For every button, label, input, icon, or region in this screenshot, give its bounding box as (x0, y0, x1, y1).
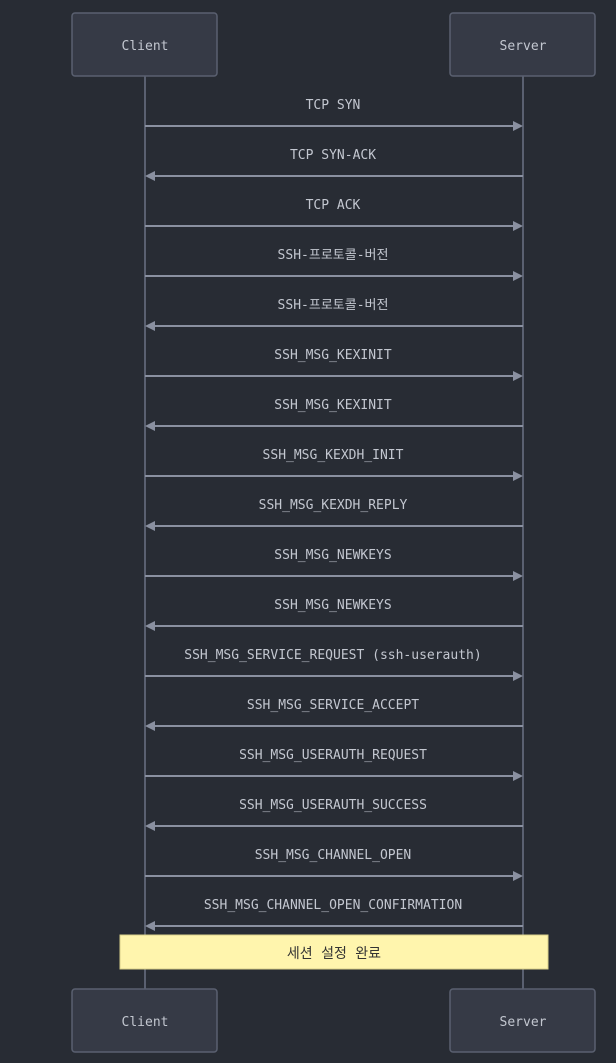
message: SSH_MSG_SERVICE_REQUEST (ssh-userauth) (145, 648, 523, 681)
message-label: SSH_MSG_KEXINIT (274, 398, 392, 413)
arrowhead-icon (513, 221, 523, 231)
message-label: TCP ACK (306, 198, 361, 213)
message: SSH_MSG_SERVICE_ACCEPT (145, 698, 523, 731)
arrowhead-icon (145, 821, 155, 831)
message-label: TCP SYN (306, 98, 361, 113)
arrowhead-icon (145, 521, 155, 531)
message-label: SSH_MSG_NEWKEYS (274, 548, 391, 563)
message-label: SSH-프로토콜-버전 (278, 298, 389, 313)
message: SSH-프로토콜-버전 (145, 248, 523, 281)
message: SSH_MSG_KEXDH_INIT (145, 448, 523, 481)
message-label: SSH_MSG_CHANNEL_OPEN_CONFIRMATION (204, 898, 462, 913)
message-label: SSH_MSG_KEXDH_INIT (263, 448, 404, 463)
arrowhead-icon (145, 621, 155, 631)
message-label: SSH-프로토콜-버전 (278, 248, 389, 263)
message: SSH_MSG_CHANNEL_OPEN_CONFIRMATION (145, 898, 523, 931)
message-label: SSH_MSG_CHANNEL_OPEN (255, 848, 412, 863)
arrowhead-icon (513, 871, 523, 881)
message-label: SSH_MSG_KEXDH_REPLY (259, 498, 408, 513)
participant-label: Server (500, 39, 547, 54)
participant-label: Client (122, 39, 169, 54)
message: SSH_MSG_KEXDH_REPLY (145, 498, 523, 531)
arrowhead-icon (145, 721, 155, 731)
note: 세션 설정 완료 (119, 934, 549, 970)
message-label: SSH_MSG_SERVICE_REQUEST (ssh-userauth) (184, 648, 481, 663)
arrowhead-icon (145, 321, 155, 331)
message-label: SSH_MSG_KEXINIT (274, 348, 392, 363)
message: SSH_MSG_CHANNEL_OPEN (145, 848, 523, 881)
message-label: SSH_MSG_NEWKEYS (274, 598, 391, 613)
arrowhead-icon (145, 921, 155, 931)
message: TCP ACK (145, 198, 523, 231)
arrowhead-icon (145, 421, 155, 431)
message: SSH_MSG_NEWKEYS (145, 598, 523, 631)
message: SSH_MSG_NEWKEYS (145, 548, 523, 581)
participant-server-bottom: Server (449, 988, 596, 1053)
arrowhead-icon (513, 371, 523, 381)
message: SSH_MSG_KEXINIT (145, 348, 523, 381)
arrowhead-icon (513, 271, 523, 281)
participant-client-bottom: Client (71, 988, 218, 1053)
arrowhead-icon (145, 171, 155, 181)
participant-server-top: Server (449, 12, 596, 77)
note-label: 세션 설정 완료 (287, 946, 381, 962)
message-label: SSH_MSG_SERVICE_ACCEPT (247, 698, 419, 713)
message-label: SSH_MSG_USERAUTH_REQUEST (239, 748, 427, 763)
arrowhead-icon (513, 471, 523, 481)
message: SSH_MSG_USERAUTH_REQUEST (145, 748, 523, 781)
message: SSH_MSG_USERAUTH_SUCCESS (145, 798, 523, 831)
arrowhead-icon (513, 121, 523, 131)
arrowhead-icon (513, 671, 523, 681)
message-label: SSH_MSG_USERAUTH_SUCCESS (239, 798, 427, 813)
message: SSH-프로토콜-버전 (145, 298, 523, 331)
message: SSH_MSG_KEXINIT (145, 398, 523, 431)
participant-client-top: Client (71, 12, 218, 77)
message: TCP SYN-ACK (145, 148, 523, 181)
arrowhead-icon (513, 571, 523, 581)
message: TCP SYN (145, 98, 523, 131)
participant-label: Client (122, 1015, 169, 1030)
arrowhead-icon (513, 771, 523, 781)
message-label: TCP SYN-ACK (290, 148, 376, 163)
participant-label: Server (500, 1015, 547, 1030)
